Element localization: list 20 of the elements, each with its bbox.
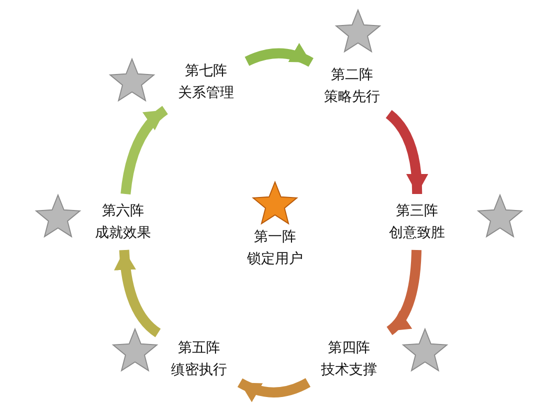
stage-text: 技术支撑 — [320, 361, 378, 380]
stage-text: 关系管理 — [177, 84, 235, 103]
curved-arrow — [386, 110, 428, 194]
stage-title: 第一阵 — [253, 228, 297, 247]
curved-arrow — [120, 106, 168, 195]
stage-text: 策略先行 — [323, 88, 381, 107]
stage-text: 成就效果 — [94, 224, 152, 243]
stage-text: 缜密执行 — [170, 361, 228, 380]
stage-title: 第三阵 — [395, 202, 439, 221]
curved-arrow — [114, 250, 161, 338]
stage-text: 创意致胜 — [388, 224, 446, 243]
curved-arrow — [238, 378, 310, 402]
stage-title: 第六阵 — [101, 202, 145, 221]
stage-title: 第七阵 — [184, 62, 228, 81]
stage-title: 第四阵 — [327, 339, 371, 358]
stage-title: 第五阵 — [177, 339, 221, 358]
curved-arrow — [244, 43, 314, 67]
curved-arrow — [386, 250, 422, 335]
stage-title: 第二阵 — [330, 66, 374, 85]
stage-text: 锁定用户 — [246, 250, 304, 269]
